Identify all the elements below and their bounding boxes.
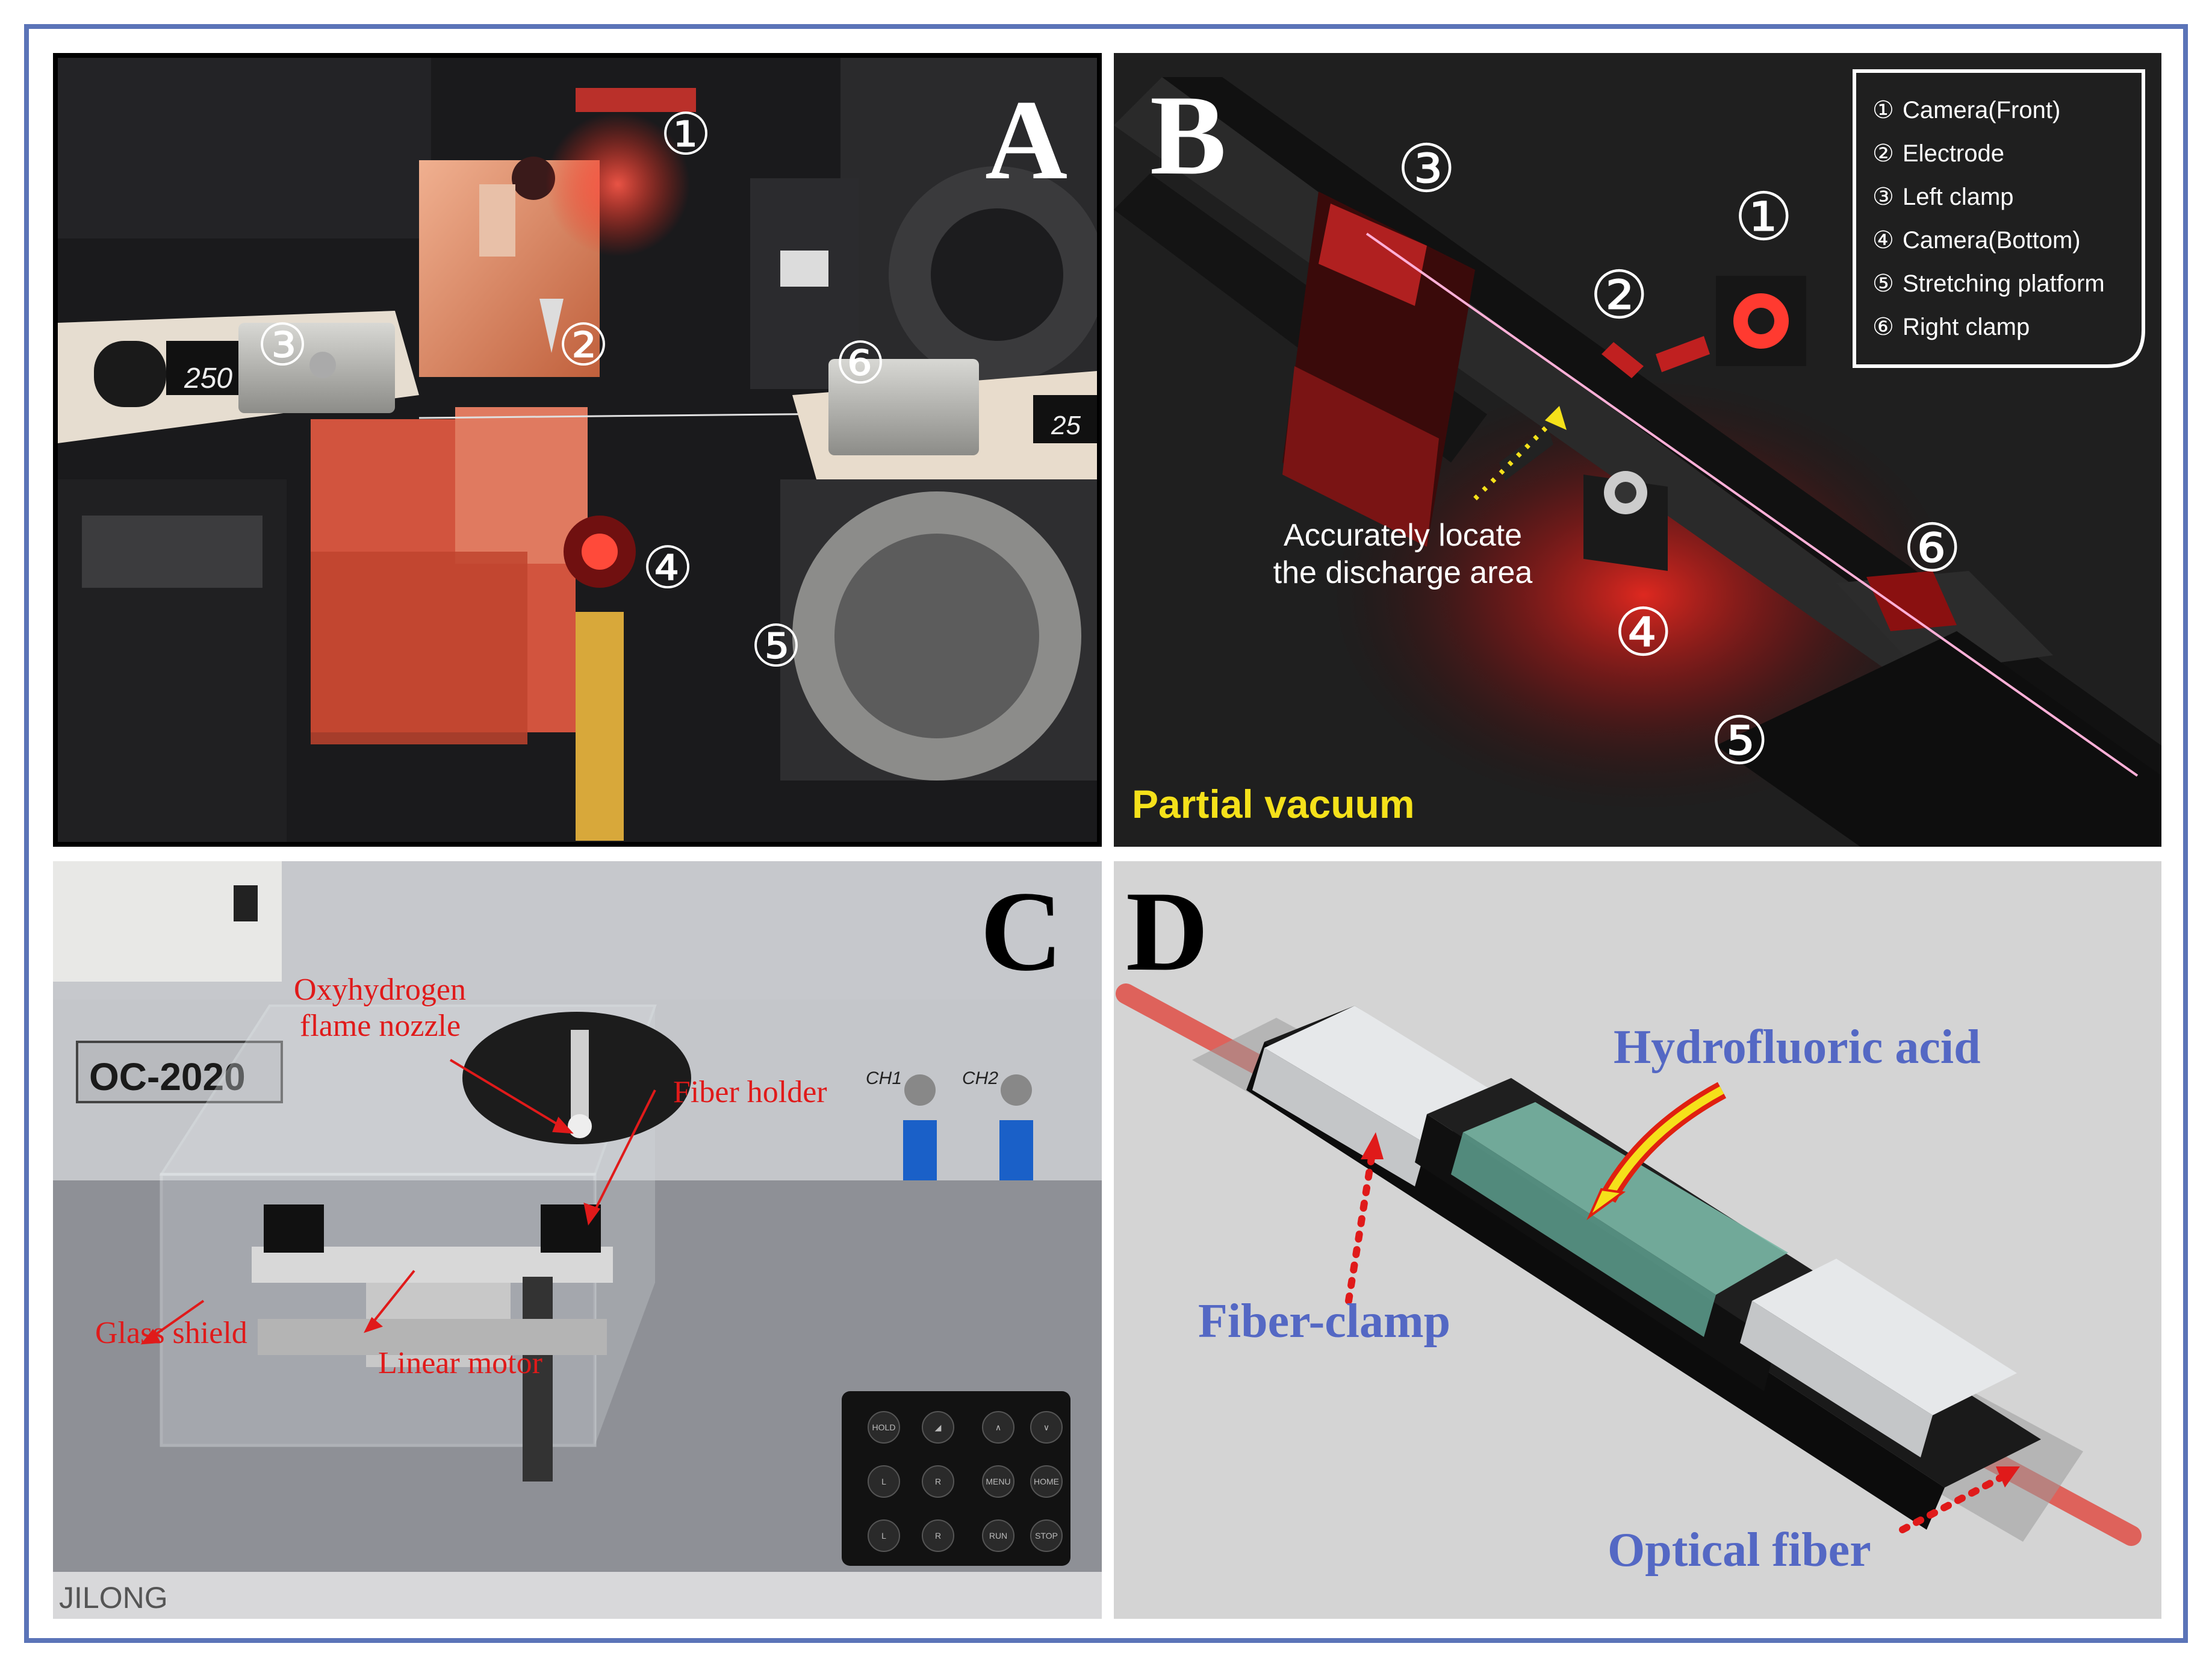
marker-a-5: ⑤ <box>750 612 802 680</box>
panel-c-photo: OC-2020 CH1 CH2 JILONG <box>53 861 1102 1619</box>
ch2-label: CH2 <box>962 1068 998 1088</box>
panel-c-letter: C <box>980 868 1063 995</box>
ch1-label: CH1 <box>866 1068 902 1088</box>
label-optical-fiber: Optical fiber <box>1608 1524 1871 1577</box>
scale-label-left: 250 <box>184 363 232 394</box>
panel-b-render: ③ ① ② ⑥ ④ ⑤ Accurately locate the discha… <box>1114 53 2161 847</box>
label-fiber-holder: Fiber holder <box>673 1075 827 1109</box>
legend-num-6: ⑥ <box>1872 313 1894 341</box>
key-r-bottom: R <box>935 1531 941 1541</box>
panel-a-letter: A <box>985 77 1067 204</box>
panel-d-render: Hydrofluoric acid Fiber-clamp Optical fi… <box>1114 861 2161 1619</box>
label-linear-motor: Linear motor <box>378 1346 542 1380</box>
legend-num-1: ① <box>1872 96 1894 124</box>
brand-label: JILONG <box>59 1581 168 1615</box>
marker-b-6: ⑥ <box>1903 509 1962 587</box>
panel-d-letter: D <box>1126 868 1208 995</box>
key-stop: STOP <box>1035 1531 1058 1541</box>
marker-b-3: ③ <box>1397 130 1456 207</box>
panel-c-scene: OC-2020 CH1 CH2 JILONG <box>53 861 1102 1619</box>
key-hold: HOLD <box>872 1422 896 1432</box>
panel-b-scene: ③ ① ② ⑥ ④ ⑤ Accurately locate the discha… <box>1114 53 2161 847</box>
label-glass-shield: Glass shield <box>95 1316 247 1350</box>
key-up: ∧ <box>995 1422 1001 1432</box>
legend-num-2: ② <box>1872 140 1894 167</box>
key-triangle: ◢ <box>935 1422 942 1432</box>
key-r-top: R <box>935 1477 941 1486</box>
legend-label-1: Camera(Front) <box>1903 97 2060 123</box>
marker-b-1: ① <box>1734 178 1794 255</box>
label-fiber-clamp: Fiber-clamp <box>1198 1295 1450 1348</box>
key-l-top: L <box>881 1477 886 1486</box>
legend-label-5: Stretching platform <box>1903 270 2105 297</box>
legend-num-4: ④ <box>1872 226 1894 254</box>
label-nozzle-line1: Oxyhydrogen <box>294 973 466 1007</box>
panel-a-photo: 250 25 ① ② ③ ④ ⑤ <box>53 53 1102 847</box>
legend-label-6: Right clamp <box>1903 314 2030 340</box>
machine-model-label: OC-2020 <box>89 1055 246 1098</box>
key-down: ∨ <box>1043 1422 1049 1432</box>
panel-b-letter: B <box>1150 72 1226 199</box>
label-nozzle-line2: flame nozzle <box>300 1009 461 1043</box>
panel-a-scene: 250 25 ① ② ③ ④ ⑤ <box>58 58 1097 842</box>
legend-label-2: Electrode <box>1903 140 2004 167</box>
legend-num-3: ③ <box>1872 183 1894 211</box>
legend-label-4: Camera(Bottom) <box>1903 227 2081 254</box>
marker-b-2: ② <box>1589 257 1649 334</box>
key-l-bottom: L <box>881 1531 886 1541</box>
marker-a-2: ② <box>558 311 609 379</box>
partial-vacuum-caption: Partial vacuum <box>1132 782 1415 826</box>
panel-d-scene: Hydrofluoric acid Fiber-clamp Optical fi… <box>1114 861 2161 1619</box>
key-menu: MENU <box>986 1477 1010 1486</box>
marker-a-1: ① <box>660 101 712 168</box>
marker-a-4: ④ <box>642 534 694 602</box>
discharge-annotation-line2: the discharge area <box>1273 555 1533 590</box>
marker-a-6: ⑥ <box>834 329 886 397</box>
legend-num-5: ⑤ <box>1872 270 1894 298</box>
key-run: RUN <box>989 1531 1007 1541</box>
label-hydrofluoric-acid: Hydrofluoric acid <box>1614 1021 1981 1074</box>
marker-b-5: ⑤ <box>1710 702 1769 779</box>
marker-a-3: ③ <box>256 311 308 379</box>
marker-b-4: ④ <box>1614 594 1673 671</box>
legend-label-3: Left clamp <box>1903 184 2014 210</box>
legend-box <box>1853 69 2145 368</box>
scale-label-right: 25 <box>1051 411 1081 440</box>
key-home: HOME <box>1034 1477 1059 1486</box>
discharge-annotation-line1: Accurately locate <box>1284 518 1522 553</box>
